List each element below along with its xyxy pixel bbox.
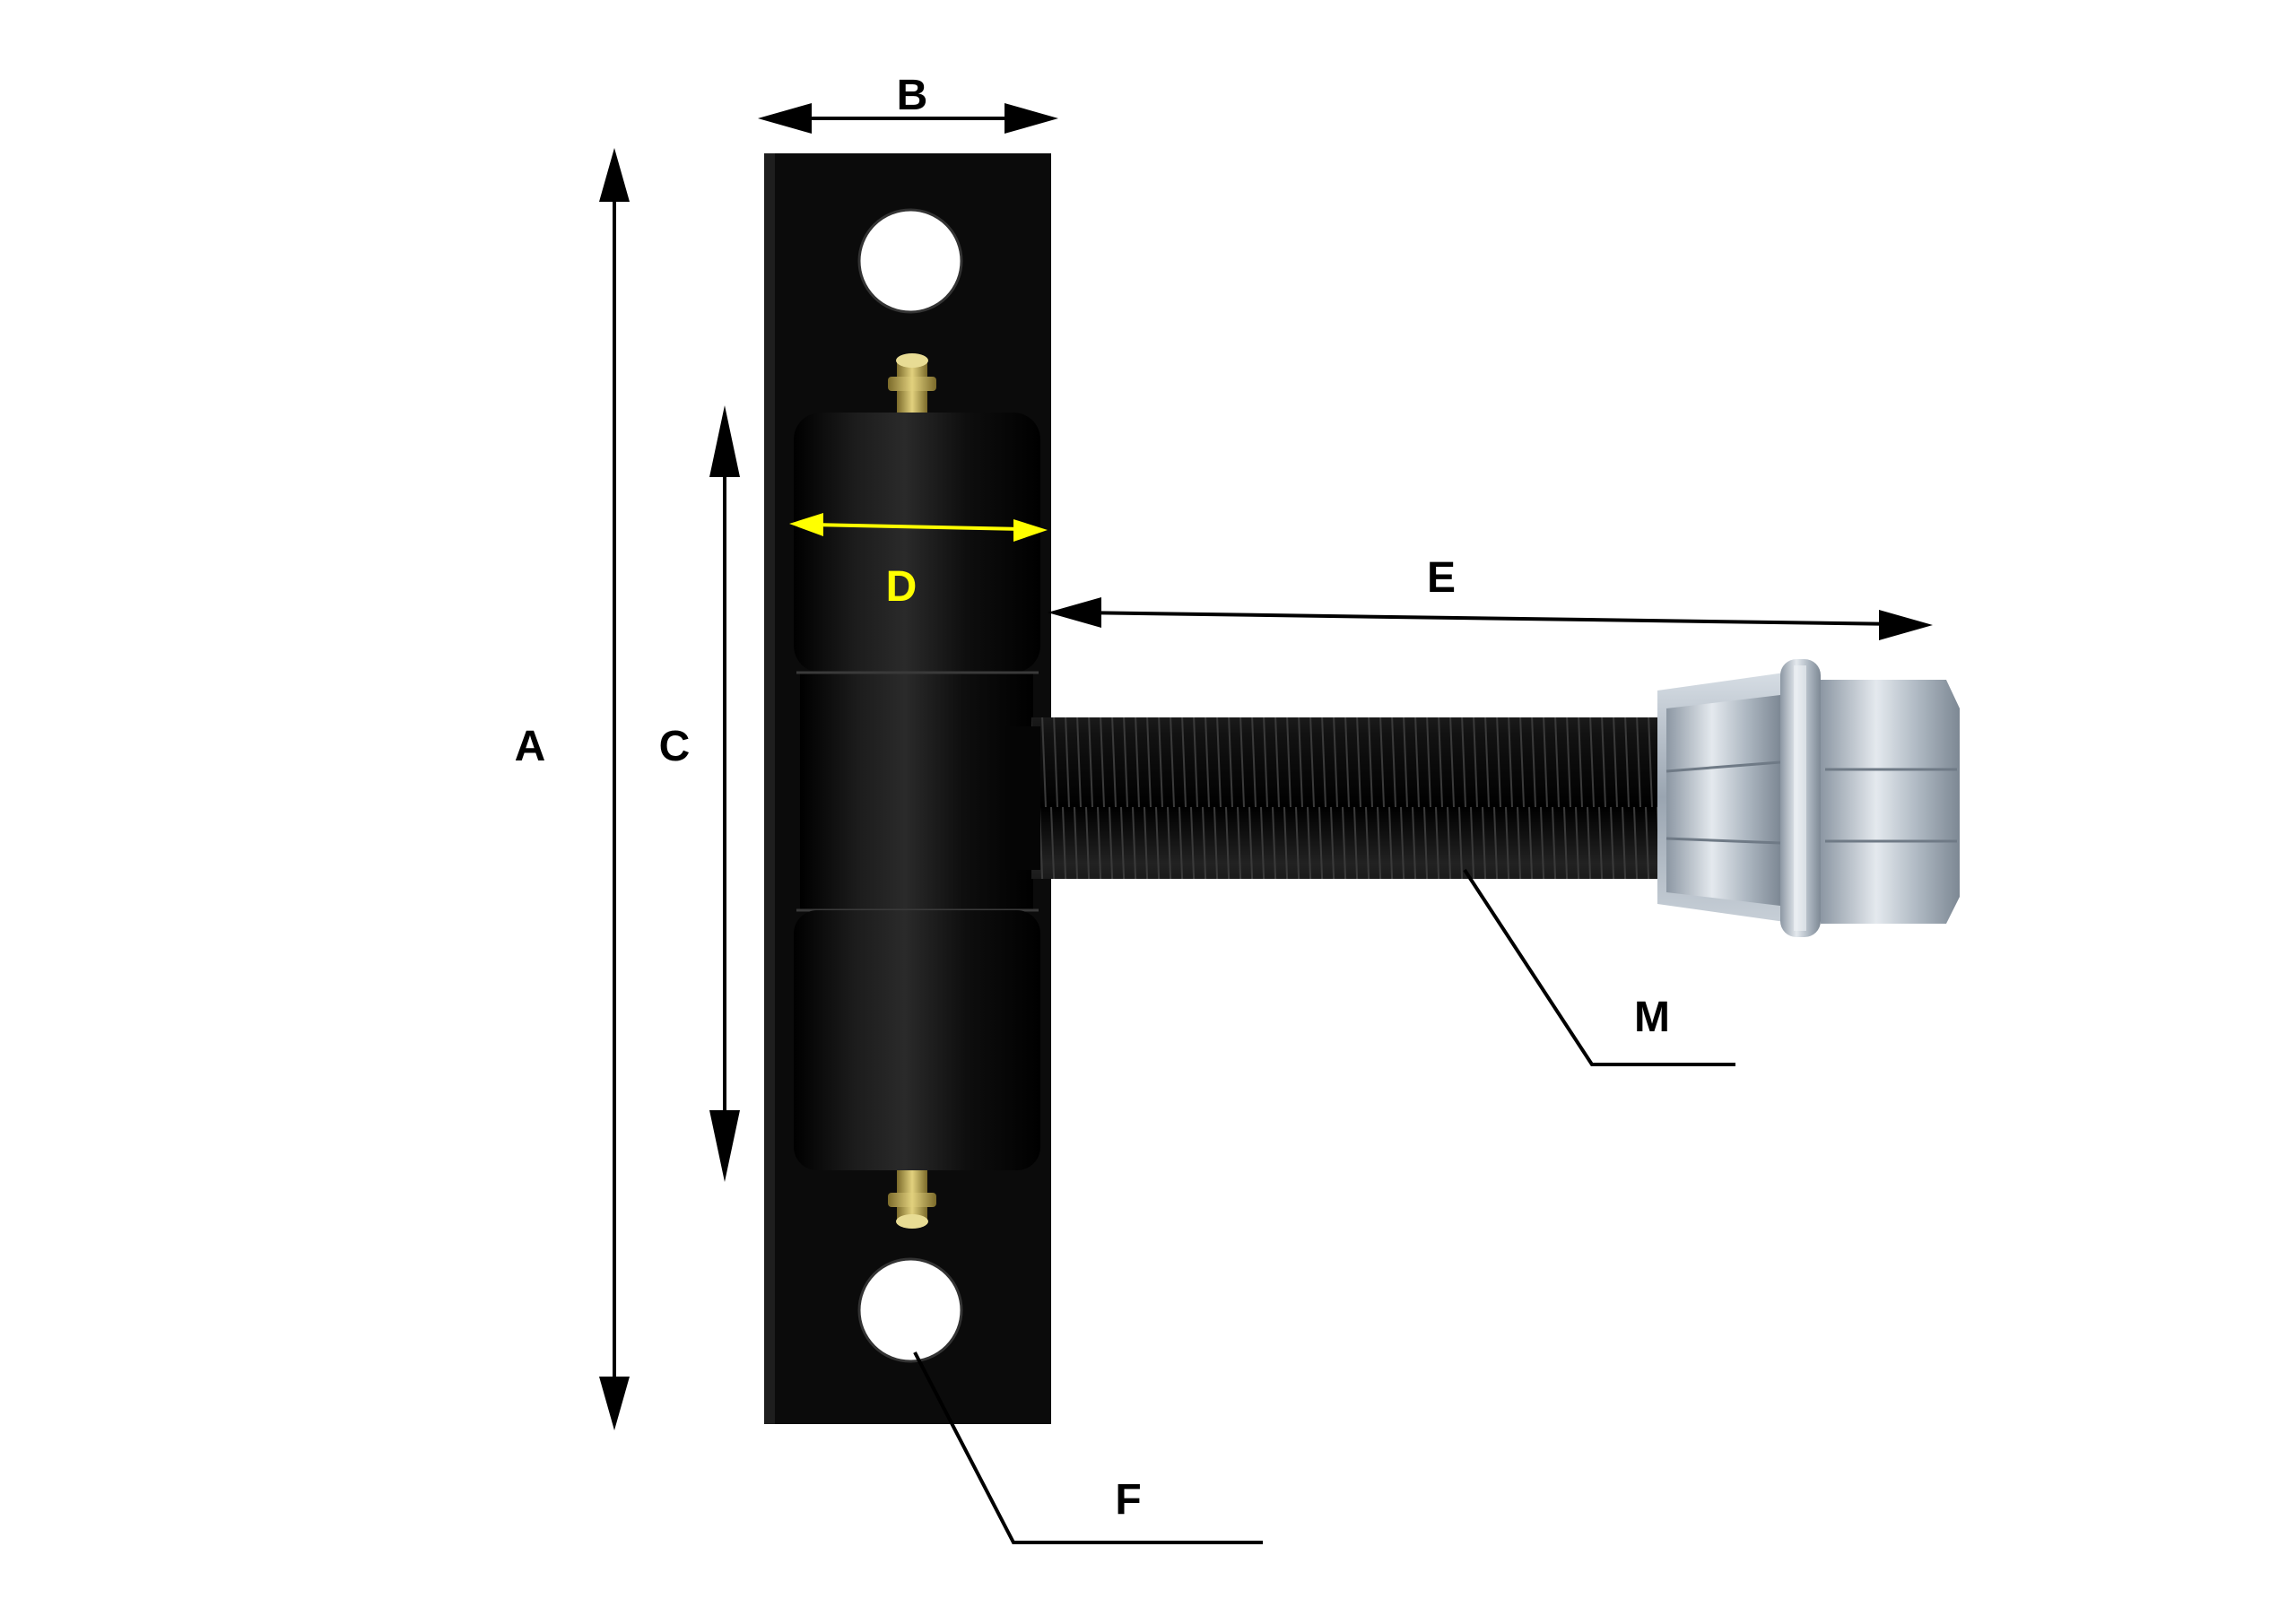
washer <box>1780 659 1821 937</box>
label-f: F <box>1115 1476 1141 1524</box>
label-d: D <box>886 563 918 611</box>
threaded-bolt <box>1004 717 1668 879</box>
label-m: M <box>1634 994 1670 1041</box>
label-e: E <box>1427 554 1456 602</box>
leader-f <box>913 1351 1263 1544</box>
label-a: A <box>515 723 546 770</box>
leader-m <box>1463 868 1735 1066</box>
label-b: B <box>897 72 928 119</box>
top-mounting-hole <box>857 208 963 314</box>
dimension-d-arrow <box>789 513 1048 542</box>
dimension-b-arrow <box>758 103 1058 134</box>
inner-nut <box>1657 673 1785 922</box>
bottom-grease-nipple <box>888 1170 936 1229</box>
dimension-c-arrow <box>709 405 740 1182</box>
dimension-a-arrow <box>599 148 630 1430</box>
bottom-mounting-hole <box>857 1257 963 1363</box>
label-c: C <box>659 723 691 770</box>
top-grease-nipple <box>888 353 936 413</box>
hinge-barrel <box>794 413 1040 1170</box>
dimension-e-arrow <box>1048 597 1933 640</box>
outer-nut <box>1821 680 1960 924</box>
